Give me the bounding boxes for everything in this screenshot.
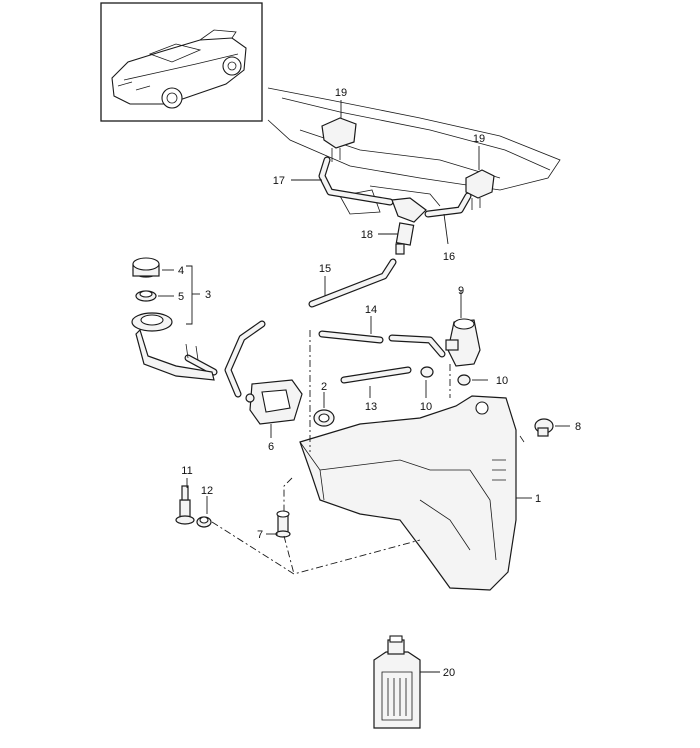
hose-lines	[184, 156, 472, 398]
pump-grommet-right	[457, 374, 471, 386]
callout-16: 16	[443, 251, 455, 263]
callout-5: 5	[178, 291, 184, 303]
callout-2: 2	[321, 381, 327, 393]
washer-pump	[445, 318, 481, 367]
callout-19-left: 19	[335, 87, 347, 99]
callout-9: 9	[458, 285, 464, 297]
level-sensor	[175, 485, 195, 525]
callout-10-left: 10	[420, 401, 432, 413]
filler-neck	[131, 312, 215, 381]
callout-20: 20	[443, 667, 455, 679]
sensor-seal	[196, 516, 212, 528]
spray-nozzle-left	[321, 117, 357, 162]
callout-labels: 19 19 17 18 16 15 4 5 3 9 14 2 10 13 10 …	[178, 87, 581, 679]
washer-reservoir	[299, 395, 525, 591]
filler-seal	[135, 290, 157, 302]
mounting-screw	[275, 510, 291, 538]
callout-8: 8	[575, 421, 581, 433]
callout-17: 17	[273, 175, 285, 187]
pump-grommet-left	[420, 366, 434, 378]
callout-10-right: 10	[496, 375, 508, 387]
drain-plug	[534, 418, 554, 437]
mounting-bracket	[245, 379, 303, 425]
callout-12: 12	[201, 485, 213, 497]
callout-6: 6	[268, 441, 274, 453]
callout-18: 18	[361, 229, 373, 241]
vehicle-thumbnail	[100, 2, 263, 122]
body-outline	[267, 87, 561, 215]
assembly-lines	[211, 330, 451, 575]
bracket-3	[186, 265, 200, 325]
callout-4: 4	[178, 265, 184, 277]
callout-3: 3	[205, 289, 211, 301]
callout-11: 11	[181, 465, 192, 477]
filler-cap	[132, 257, 160, 278]
callout-15: 15	[319, 263, 331, 275]
callout-13: 13	[365, 401, 377, 413]
t-connector	[391, 197, 427, 255]
grommet	[313, 409, 335, 427]
washer-fluid-bottle	[373, 635, 421, 729]
spray-nozzle-right	[465, 169, 495, 210]
callout-19-right: 19	[473, 133, 485, 145]
leader-lines	[158, 100, 570, 673]
callout-7: 7	[257, 529, 263, 541]
callout-1: 1	[535, 493, 541, 505]
callout-14: 14	[365, 304, 377, 316]
